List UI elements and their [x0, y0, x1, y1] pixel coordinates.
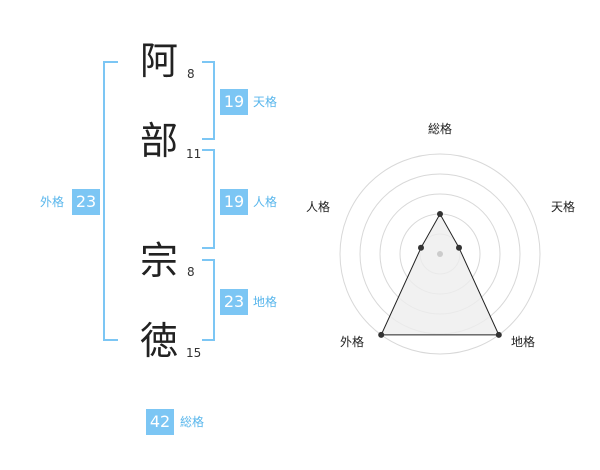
gaikaku-bracket [103, 61, 118, 341]
stroke-count-4: 15 [186, 346, 202, 360]
tenkaku-label: 天格 [253, 95, 278, 109]
radar-point-2 [495, 331, 502, 338]
jinkaku-bracket [202, 149, 215, 249]
name-char-1: 阿 [140, 39, 179, 83]
radar-grid-ring [339, 153, 541, 355]
jinkaku-value: 19 [220, 189, 248, 215]
chikaku-label: 地格 [253, 295, 278, 309]
radar-axis-label-soukaku: 総格 [428, 122, 453, 136]
radar-point-3 [378, 331, 385, 338]
radar-polygon [380, 212, 500, 336]
gaikaku-value: 23 [72, 189, 100, 215]
name-char-3: 宗 [140, 239, 179, 283]
stroke-count-3: 8 [187, 265, 195, 279]
tenkaku-value: 19 [220, 89, 248, 115]
gaikaku-label: 外格 [40, 195, 65, 209]
radar-axis-label-tenkaku: 天格 [551, 200, 576, 214]
stroke-count-1: 8 [187, 67, 195, 81]
radar-axis-label-jinkaku: 人格 [306, 200, 331, 214]
radar-axis-label-chikaku: 地格 [511, 335, 536, 349]
radar-point-0 [437, 211, 443, 217]
radar-axis-label-gaikaku: 外格 [340, 335, 365, 349]
jinkaku-label: 人格 [253, 195, 278, 209]
radar-center-dot [437, 251, 443, 257]
soukaku-label: 総格 [180, 415, 205, 429]
soukaku-value: 42 [146, 409, 174, 435]
tenkaku-bracket [202, 61, 215, 140]
radar-point-1 [456, 244, 462, 251]
chikaku-bracket [202, 259, 215, 341]
stroke-count-2: 11 [186, 147, 202, 161]
name-char-2: 部 [140, 119, 179, 163]
chikaku-value: 23 [220, 289, 248, 315]
radar-point-4 [418, 244, 424, 251]
name-char-4: 徳 [140, 319, 179, 363]
